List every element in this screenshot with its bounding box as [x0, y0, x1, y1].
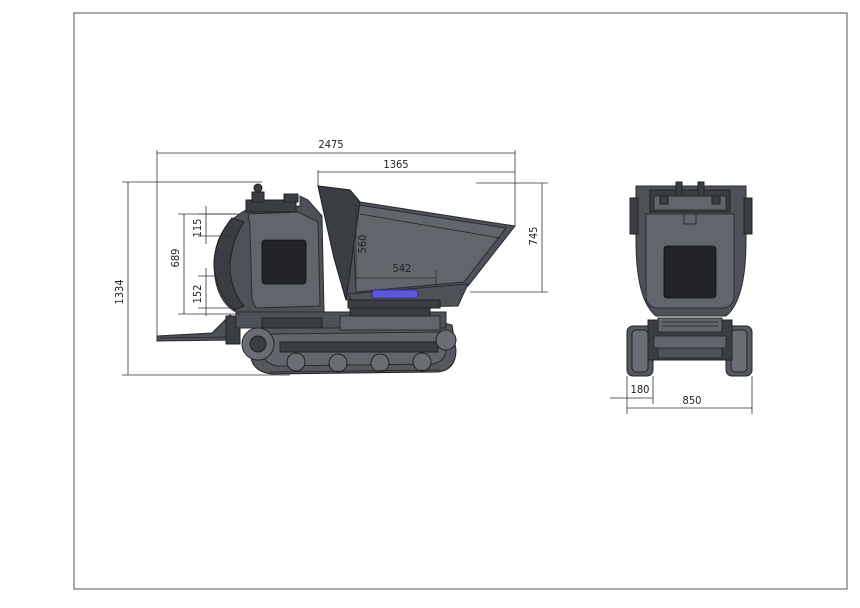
side-view: 2475 1365 1334 689 115 152 [113, 138, 548, 376]
dump-bucket [317, 185, 516, 309]
chassis [235, 301, 447, 331]
dim-upper-offset: 115 [191, 219, 204, 238]
dim-lower-offset: 152 [191, 285, 204, 304]
side-dimensions: 2475 1365 1334 689 115 152 [113, 138, 548, 376]
dim-bucket-depth: 560 [356, 235, 369, 254]
track-assembly [241, 321, 457, 375]
front-view: 180 850 [610, 181, 753, 414]
hydraulic-ram [371, 289, 419, 299]
dim-overall-length: 2475 [318, 138, 343, 151]
front-grille [663, 245, 717, 299]
dim-bucket-width: 542 [393, 262, 412, 275]
dim-track-width: 180 [631, 383, 650, 396]
engine-housing [213, 183, 325, 313]
dim-bucket-height: 745 [527, 227, 540, 246]
dim-overall-height: 1334 [113, 279, 126, 304]
front-fork [156, 314, 241, 345]
drawing-border [73, 12, 848, 590]
front-dimensions: 180 850 [610, 376, 753, 414]
engine-grille [261, 239, 307, 285]
dim-dump-length: 1365 [383, 158, 408, 171]
dim-overall-width: 850 [683, 394, 702, 407]
dim-control-height: 689 [169, 249, 182, 268]
